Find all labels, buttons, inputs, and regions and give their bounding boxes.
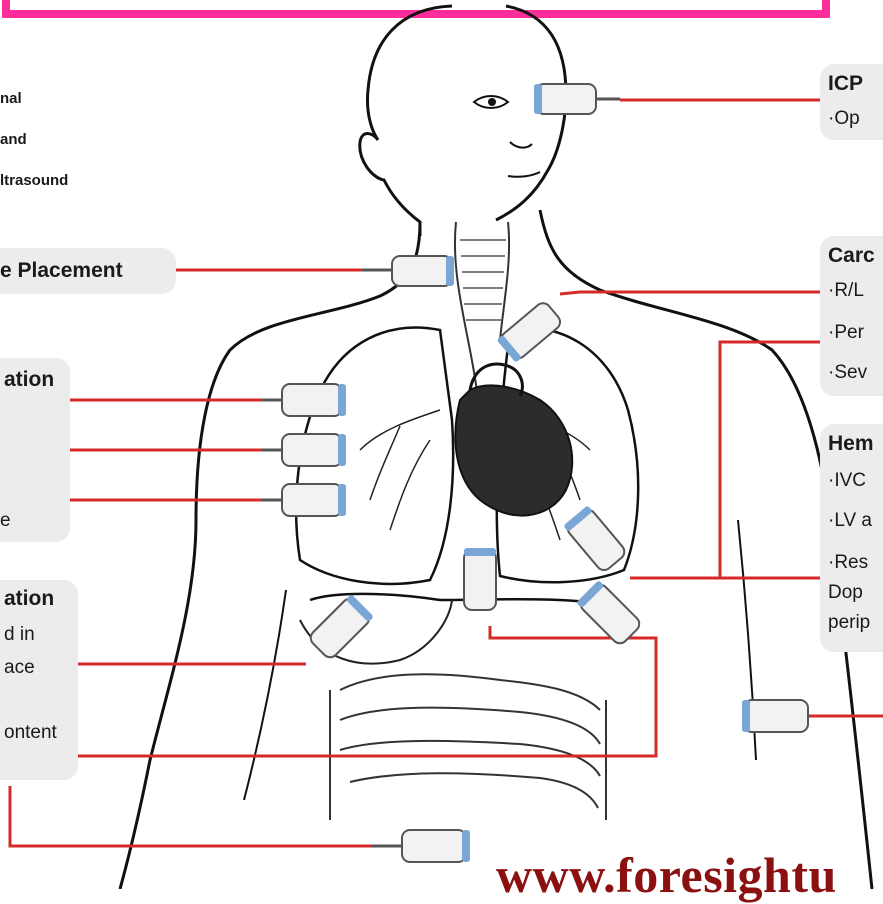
lung-title: ation bbox=[4, 368, 54, 392]
cardiac-title: Carc bbox=[828, 244, 875, 268]
abdomen-title: ation bbox=[4, 587, 54, 611]
trachea bbox=[455, 222, 509, 400]
icp-item: ·Op bbox=[828, 108, 860, 130]
intestines bbox=[340, 674, 600, 808]
probe-arm bbox=[742, 700, 808, 732]
legend-item: and bbox=[0, 131, 27, 148]
probe-neck bbox=[362, 256, 454, 286]
cardiac-item: ·Per bbox=[828, 322, 864, 344]
probe-lung-2 bbox=[262, 434, 346, 466]
head-outline bbox=[360, 6, 566, 236]
torso-outline bbox=[120, 222, 420, 889]
watermark-text: www.foresightu bbox=[496, 846, 837, 904]
hemodynamics-item: Dop bbox=[828, 582, 863, 604]
probe-lung-3 bbox=[262, 484, 346, 516]
legend-item: nal bbox=[0, 90, 22, 107]
abdomen-item: ace bbox=[4, 657, 35, 679]
cardiac-item: ·R/L bbox=[828, 280, 864, 302]
connector-lines bbox=[10, 100, 883, 846]
probe-right-lung bbox=[563, 505, 627, 573]
hemodynamics-item: ·LV a bbox=[828, 510, 872, 532]
probe-lung-1 bbox=[262, 384, 346, 416]
abdomen-item: ontent bbox=[4, 722, 57, 744]
cardiac-item: ·Sev bbox=[828, 362, 867, 384]
heart bbox=[455, 385, 572, 515]
hemodynamics-item: ·IVC bbox=[828, 470, 866, 492]
probe-subxiphoid bbox=[464, 548, 496, 610]
probe-ruq bbox=[307, 594, 373, 660]
hemodynamics-title: Hem bbox=[828, 432, 874, 456]
hemodynamics-item: perip bbox=[828, 612, 870, 634]
probe-eye bbox=[534, 84, 620, 114]
legend-item: ltrasound bbox=[0, 172, 68, 189]
lung-item: e bbox=[0, 510, 11, 532]
abdomen-item: d in bbox=[4, 624, 35, 646]
placement-title: e Placement bbox=[0, 259, 123, 283]
probe-pelvis bbox=[372, 830, 470, 862]
icp-title: ICP bbox=[828, 72, 863, 96]
hemodynamics-item: ·Res bbox=[828, 552, 868, 574]
